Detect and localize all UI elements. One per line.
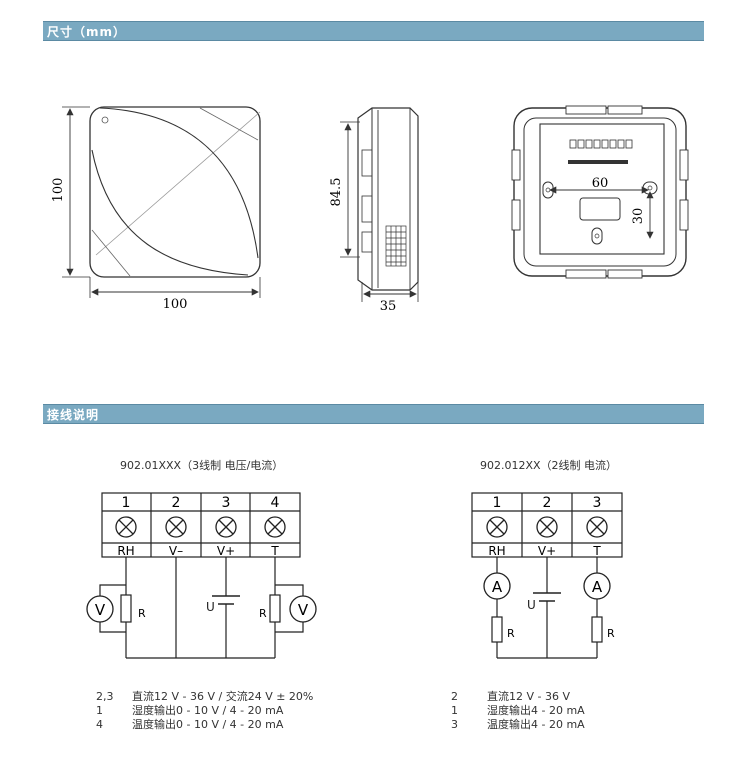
voltmeter-right-icon: V: [289, 595, 317, 623]
voltmeter-left-icon: V: [86, 595, 114, 623]
terminal-number: 3: [222, 495, 231, 511]
mounting-hole-bottom-icon: [591, 227, 603, 245]
hole-spacing-vertical-label: 30: [631, 208, 646, 225]
power-supply-icon: U: [527, 592, 561, 612]
terminal-label: RH: [488, 544, 505, 558]
vent-grille-icon: [385, 225, 407, 267]
side-height-label: 84.5: [329, 178, 344, 207]
power-supply-icon: U: [206, 595, 240, 614]
terminal-screw-icon: [215, 516, 237, 538]
resistor-left-icon: R: [120, 594, 146, 623]
terminal-2: 2 V–: [165, 495, 187, 558]
legend-row: 1 湿度输出0 - 10 V / 4 - 20 mA: [96, 704, 313, 718]
front-view: 100 100: [51, 106, 261, 312]
resistor-left-icon: R: [491, 616, 515, 643]
meter-symbol: A: [592, 578, 603, 596]
legend-text: 湿度输出4 - 20 mA: [487, 704, 585, 717]
legend-text: 直流12 V - 36 V: [487, 690, 570, 703]
dimensions-section-title: 尺寸（mm）: [47, 25, 127, 39]
legend-row: 2,3 直流12 V - 36 V / 交流24 V ± 20%: [96, 690, 313, 704]
legend-terminal: 3: [451, 718, 458, 731]
legend-terminal: 4: [96, 718, 103, 731]
terminal-screw-icon: [536, 516, 558, 538]
legend-text: 湿度输出0 - 10 V / 4 - 20 mA: [132, 704, 284, 717]
terminal-number: 4: [271, 495, 280, 511]
wiring-diagram-right: 1 RH 2 V+ 3 T A A R: [471, 492, 623, 659]
terminal-label: T: [270, 544, 279, 558]
legend-terminal: 2,3: [96, 690, 114, 703]
meter-symbol: A: [492, 578, 503, 596]
meter-symbol: V: [298, 601, 309, 619]
side-view: 84.5 35: [329, 107, 419, 314]
back-view: 60 30: [511, 105, 689, 279]
dimension-drawings: 100 100 84.5 35: [51, 105, 689, 314]
hole-spacing-horizontal-label: 60: [592, 176, 609, 191]
terminal-number: 2: [543, 495, 552, 511]
terminal-number: 2: [172, 495, 181, 511]
terminal-label: T: [592, 544, 601, 558]
front-height-label: 100: [51, 178, 66, 203]
wiring-section-header: 接线说明: [43, 404, 704, 424]
wires: [99, 557, 304, 659]
front-width-label: 100: [163, 297, 188, 312]
legend-row: 2 直流12 V - 36 V: [451, 690, 585, 704]
terminal-label: V+: [538, 544, 556, 558]
terminal-screw-icon: [264, 516, 286, 538]
legend-text: 温度输出0 - 10 V / 4 - 20 mA: [132, 718, 284, 731]
ammeter-right-icon: A: [583, 572, 611, 600]
terminal-number: 3: [593, 495, 602, 511]
wiring-left-legend: 2,3 直流12 V - 36 V / 交流24 V ± 20% 1 湿度输出0…: [96, 690, 313, 732]
terminal-4: 4 T: [264, 495, 286, 558]
terminal-screw-icon: [586, 516, 608, 538]
meter-symbol: V: [95, 601, 106, 619]
wiring-right-legend: 2 直流12 V - 36 V 1 湿度输出4 - 20 mA 3 温度输出4 …: [451, 690, 585, 732]
legend-text: 温度输出4 - 20 mA: [487, 718, 585, 731]
terminal-3: 3 T: [586, 495, 608, 558]
legend-terminal: 2: [451, 690, 458, 703]
terminal-2: 2 V+: [536, 495, 558, 558]
terminal-3: 3 V+: [215, 495, 237, 558]
terminal-label: V+: [217, 544, 235, 558]
supply-label: U: [527, 598, 536, 612]
terminal-screw-icon: [486, 516, 508, 538]
resistor-label: R: [507, 627, 515, 640]
resistor-label: R: [607, 627, 615, 640]
supply-label: U: [206, 600, 215, 614]
terminal-label: V–: [169, 544, 183, 558]
terminal-screw-icon: [115, 516, 137, 538]
wiring-right-subtitle: 902.012XX（2线制 电流）: [480, 459, 618, 472]
legend-text: 直流12 V - 36 V / 交流24 V ± 20%: [132, 690, 314, 703]
terminal-1: 1 RH: [115, 495, 137, 558]
legend-terminal: 1: [451, 704, 458, 717]
resistor-label: R: [259, 607, 267, 620]
wires: [496, 557, 598, 659]
side-depth-label: 35: [380, 299, 397, 314]
legend-row: 4 温度输出0 - 10 V / 4 - 20 mA: [96, 718, 313, 732]
terminal-number: 1: [122, 495, 131, 511]
terminal-label: RH: [117, 544, 134, 558]
terminal-screw-icon: [165, 516, 187, 538]
wiring-diagram-left: 1 RH 2 V– 3 V+ 4 T: [86, 492, 317, 659]
terminal-1: 1 RH: [486, 495, 508, 558]
ammeter-left-icon: A: [483, 572, 511, 600]
resistor-right-icon: R: [591, 616, 615, 643]
legend-terminal: 1: [96, 704, 103, 717]
wiring-left-subtitle: 902.01XXX（3线制 电压/电流）: [120, 459, 284, 472]
resistor-label: R: [138, 607, 146, 620]
dimensions-section-header: 尺寸（mm）: [43, 21, 704, 41]
wiring-section-title: 接线说明: [47, 408, 100, 422]
legend-row: 3 温度输出4 - 20 mA: [451, 718, 585, 732]
legend-row: 1 湿度输出4 - 20 mA: [451, 704, 585, 718]
terminal-number: 1: [493, 495, 502, 511]
resistor-right-icon: R: [259, 594, 281, 623]
